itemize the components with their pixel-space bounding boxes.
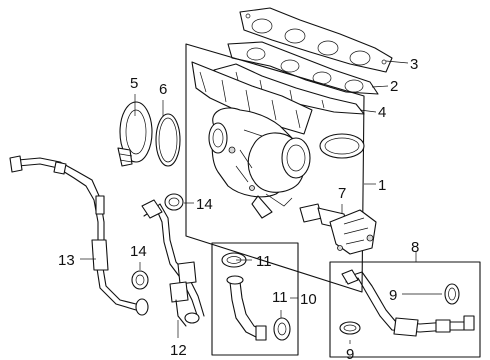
callout-13: 13 [58, 252, 75, 269]
turbocharger-assembly [191, 61, 313, 219]
v-band-clamp-part-5 [117, 101, 153, 167]
callout-14-upper: 14 [196, 196, 213, 213]
o-ring-part-14-lower [131, 270, 149, 290]
manifold-gasket-part-3 [239, 7, 393, 73]
callout-4: 4 [378, 104, 386, 121]
leader-lines [80, 60, 442, 344]
coolant-line-part-8 [341, 269, 475, 337]
callout-2: 2 [390, 78, 398, 95]
o-ring-part-11-lower [273, 317, 291, 341]
wastegate-actuator-part-7 [299, 203, 377, 255]
gasket-ring-part-6 [155, 113, 181, 167]
callout-1: 1 [378, 177, 386, 194]
callout-12: 12 [170, 342, 187, 359]
callout-8: 8 [411, 239, 419, 256]
o-ring-part-9-left [339, 321, 361, 335]
detail-box-part-8 [329, 261, 481, 358]
oil-return-line-part-12 [141, 199, 205, 327]
turbo-assembly-bracket-line [185, 43, 365, 293]
callout-14-lower: 14 [130, 243, 147, 260]
callout-7: 7 [338, 185, 346, 202]
callout-11-upper: 11 [256, 253, 272, 270]
detail-box-part-10 [211, 242, 299, 356]
callout-10: 10 [300, 291, 317, 308]
callout-3: 3 [410, 56, 418, 73]
o-ring-part-9-right [444, 283, 460, 305]
outlet-seal-ring [319, 133, 365, 159]
o-ring-part-14-upper [164, 193, 184, 211]
callout-9-left: 9 [346, 346, 354, 360]
callout-11-lower: 11 [272, 289, 288, 306]
callout-9-right: 9 [389, 287, 397, 304]
manifold-gasket-part-2 [227, 41, 379, 95]
coolant-pipe-part-11 [226, 275, 267, 341]
callout-6: 6 [159, 81, 167, 98]
oil-feed-line-part-13 [9, 155, 149, 316]
callout-5: 5 [130, 75, 138, 92]
